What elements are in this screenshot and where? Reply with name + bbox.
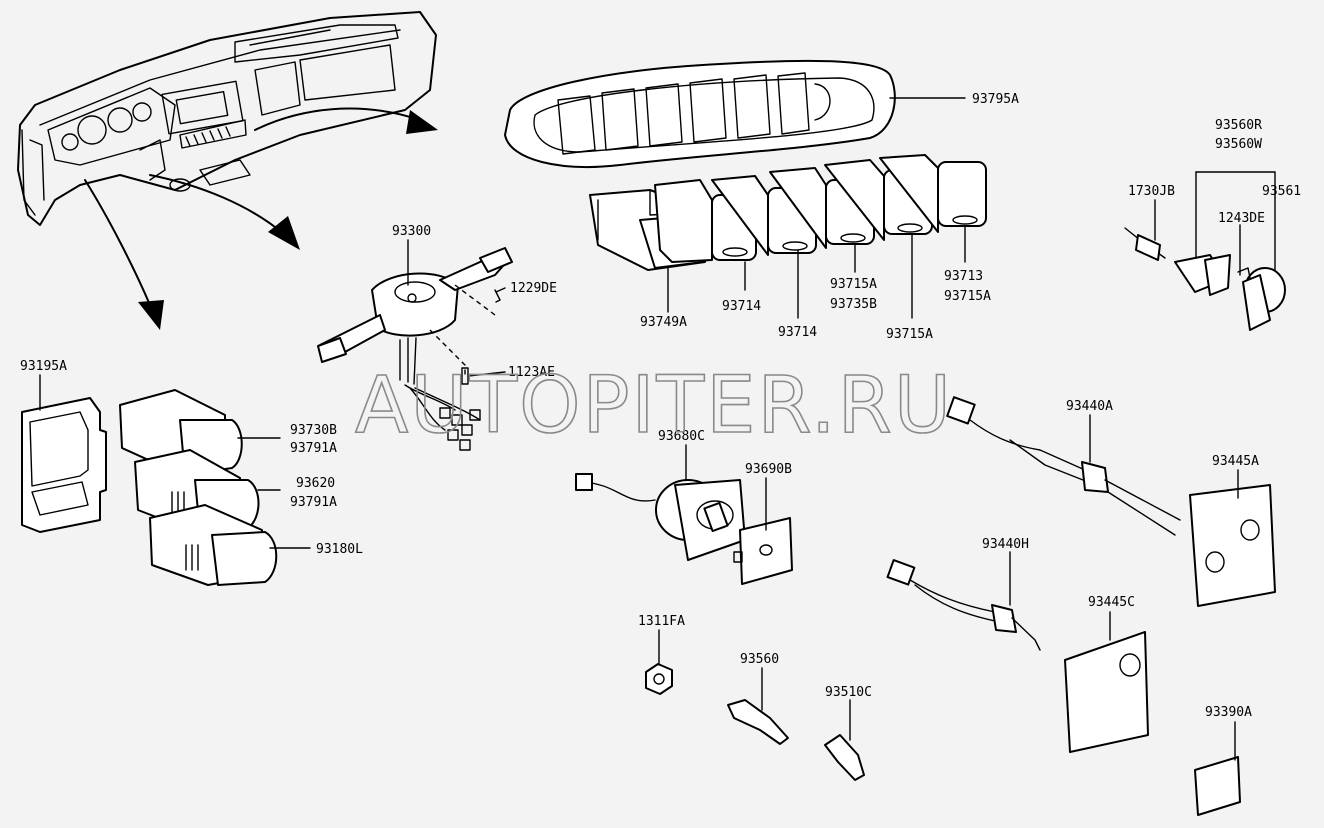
label-1243de: 1243DE: [1218, 211, 1265, 226]
label-93390a: 93390A: [1205, 705, 1252, 720]
dashboard-overview: [17, 11, 437, 226]
socket-assembly-93560r: [1124, 227, 1286, 331]
label-93180l: 93180L: [316, 542, 363, 557]
label-93690b: 93690B: [745, 462, 792, 477]
rotary-switch-93680c: [575, 473, 746, 561]
label-93715a-c: 93715A: [886, 327, 933, 342]
label-1229de: 1229DE: [510, 281, 557, 296]
label-93795a: 93795A: [972, 92, 1019, 107]
left-switch-cluster: [21, 389, 278, 586]
label-93440h: 93440H: [982, 537, 1029, 552]
label-93561: 93561: [1262, 184, 1301, 199]
label-93713: 93713: [944, 269, 983, 284]
label-93715a-b: 93715A: [944, 289, 991, 304]
blank-plate-93690b: [733, 517, 793, 585]
label-93735b: 93735B: [830, 297, 877, 312]
label-93560w: 93560W: [1215, 137, 1262, 152]
leader-lines: [39, 97, 1276, 761]
label-93791a-b: 93791A: [290, 495, 337, 510]
label-1123ae: 1123AE: [508, 365, 555, 380]
harness-93440h: [886, 559, 1149, 753]
label-93560r: 93560R: [1215, 118, 1262, 133]
label-93510c: 93510C: [825, 685, 872, 700]
label-1730jb: 1730JB: [1128, 184, 1175, 199]
label-93300: 93300: [392, 224, 431, 239]
label-93560: 93560: [740, 652, 779, 667]
label-93445a: 93445A: [1212, 454, 1259, 469]
switch-bezel-93795a: [504, 59, 896, 168]
label-93714-a: 93714: [722, 299, 761, 314]
small-parts: [645, 663, 1241, 816]
label-93714-b: 93714: [778, 325, 817, 340]
label-93749a: 93749A: [640, 315, 687, 330]
watermark: AUTOPITER.RU: [355, 361, 953, 451]
label-93791a-a: 93791A: [290, 441, 337, 456]
label-93445c: 93445C: [1088, 595, 1135, 610]
switch-row: [589, 154, 987, 271]
part-labels: 93795A 93560R 93560W 1730JB 93561 1243DE…: [20, 92, 1301, 720]
label-93195a: 93195A: [20, 359, 67, 374]
label-93715a-a: 93715A: [830, 277, 877, 292]
multifunction-switch-93300: [317, 247, 513, 451]
label-1311fa: 1311FA: [638, 614, 685, 629]
label-93680c: 93680C: [658, 429, 705, 444]
label-93620: 93620: [296, 476, 335, 491]
callout-arrows: [84, 107, 438, 330]
label-93730b: 93730B: [290, 423, 337, 438]
label-93440a: 93440A: [1066, 399, 1113, 414]
harness-93440a: [946, 396, 1276, 607]
